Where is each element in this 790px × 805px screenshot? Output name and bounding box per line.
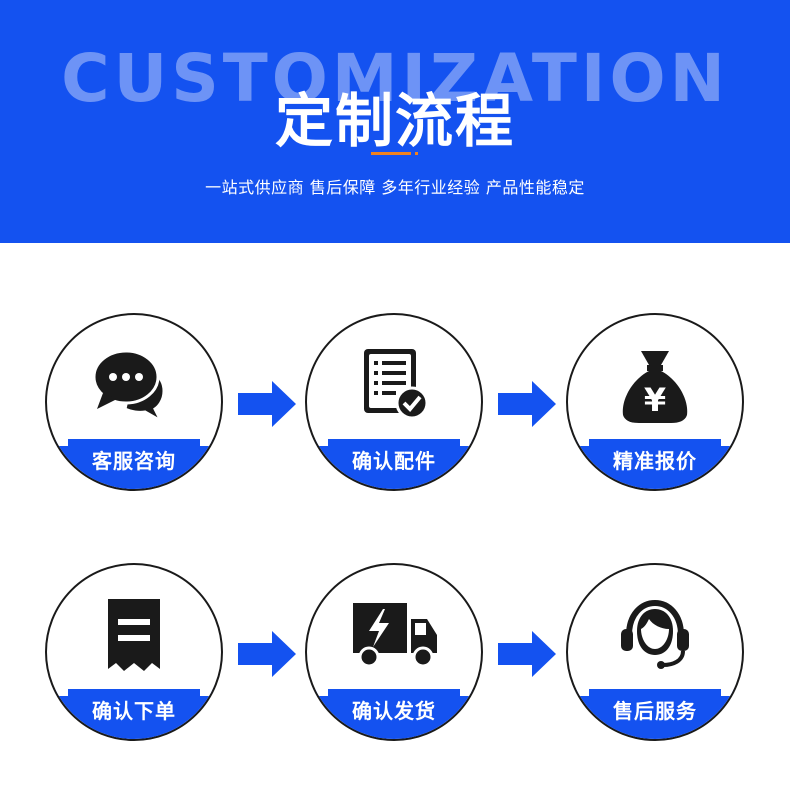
chat-bubbles-icon <box>92 349 166 425</box>
page-title: 定制流程 <box>274 87 515 155</box>
receipt-icon <box>108 599 160 671</box>
header-banner: CUSTOMIZATION 定制流程 一站式供应商 售后保障 多年行业经验 产品… <box>0 0 790 243</box>
background-watermark-text: CUSTOMIZATION <box>61 40 729 117</box>
money-bag-icon: ¥ <box>622 351 688 423</box>
step-precise-quote: ¥ 精准报价 <box>566 313 744 491</box>
arrow-right-icon <box>238 381 296 427</box>
label-band <box>307 439 481 489</box>
page-subtitle: 一站式供应商 售后保障 多年行业经验 产品性能稳定 <box>205 178 585 197</box>
arrow-right-icon <box>238 631 296 677</box>
arrow-right-icon <box>498 381 556 427</box>
headset-support-icon <box>621 599 689 669</box>
step-confirm-order: 确认下单 <box>45 563 223 741</box>
step-confirm-parts: 确认配件 <box>305 313 483 491</box>
checklist-document-icon <box>364 349 429 420</box>
accent-divider <box>371 152 411 155</box>
step-label: 确认发货 <box>352 699 436 723</box>
step-label: 确认下单 <box>92 699 176 723</box>
step-label: 确认配件 <box>352 449 436 473</box>
arrow-right-icon <box>498 631 556 677</box>
label-band <box>568 689 742 739</box>
step-confirm-shipment: 确认发货 <box>305 563 483 741</box>
step-label: 售后服务 <box>613 699 697 723</box>
label-band <box>307 689 481 739</box>
step-customer-consult: 客服咨询 <box>45 313 223 491</box>
step-after-sales: 售后服务 <box>566 563 744 741</box>
step-label: 精准报价 <box>613 449 697 473</box>
accent-dot <box>415 152 418 155</box>
label-band <box>47 689 221 739</box>
label-band <box>47 439 221 489</box>
svg-text:¥: ¥ <box>644 381 666 419</box>
step-label: 客服咨询 <box>92 449 176 473</box>
label-band <box>568 439 742 489</box>
delivery-truck-icon <box>353 603 437 668</box>
